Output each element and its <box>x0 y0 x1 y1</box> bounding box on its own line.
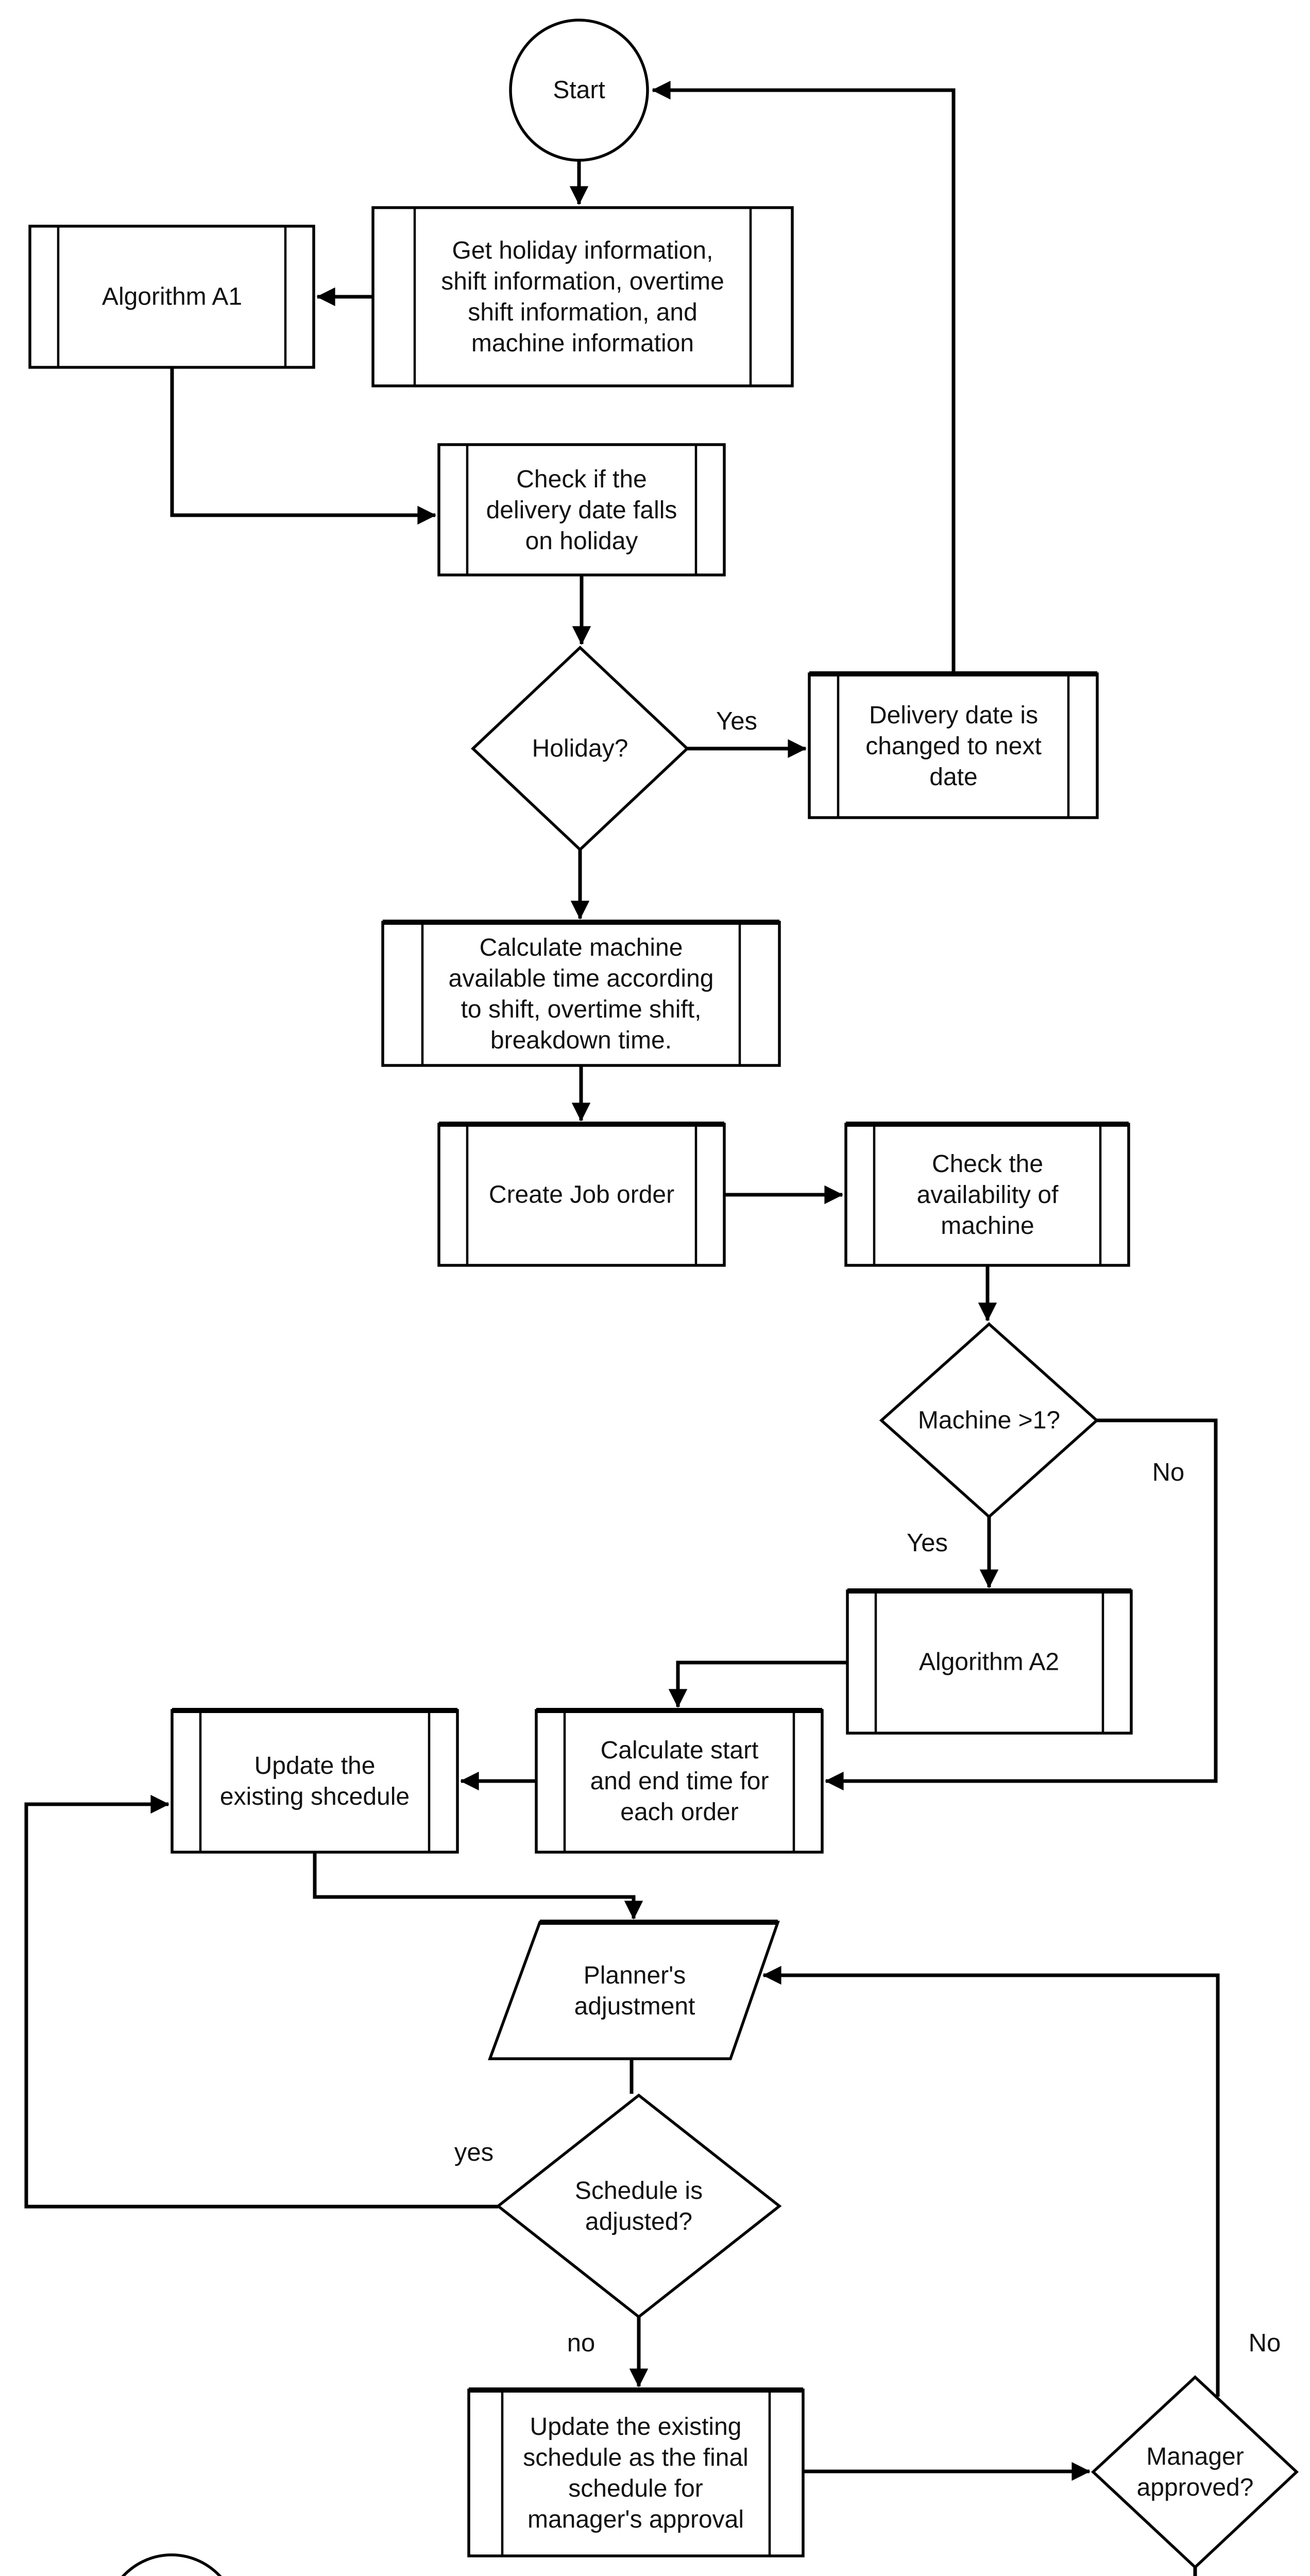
algorithm-a2-inner-lines <box>874 1591 1104 1733</box>
calc-start-end-shape <box>535 1709 824 1854</box>
edge-update-existing-to-planner <box>313 1852 643 1920</box>
create-job-label: Create Job order <box>489 1181 674 1209</box>
edge-label-manager-no: No <box>1249 2329 1281 2357</box>
node-create-job: Create Job order <box>437 1122 726 1267</box>
machine-decision-shape <box>879 1322 1099 1519</box>
edge-labels: Yes No Yes yes no No Yes <box>454 707 1281 2357</box>
edge-algorithm-a2-to-calc-start-end <box>668 1660 847 1708</box>
get-info-inner-lines <box>413 208 752 386</box>
edge-manager-no-to-planner <box>762 1965 1220 2397</box>
delivery-date-inner-lines <box>837 674 1070 818</box>
node-machine-decision: Machine >1? <box>879 1322 1099 1519</box>
schedule-decision-shape <box>496 2093 782 2319</box>
edge-label-schedule-no: no <box>567 2329 596 2357</box>
get-info-shape <box>371 206 794 387</box>
update-final-inner-lines <box>501 2390 771 2556</box>
holiday-decision-label: Holiday? <box>532 735 628 762</box>
node-get-info: Get holiday information,shift informatio… <box>371 206 794 387</box>
check-holiday-shape <box>437 443 726 577</box>
edge-delivery-date-to-start <box>652 80 956 674</box>
algorithm-a2-shape <box>846 1589 1133 1735</box>
node-algorithm-a1: Algorithm A1 <box>28 225 315 369</box>
end-terminator-shape <box>121 2553 222 2576</box>
planner-adjustment-shape <box>488 1921 780 2060</box>
holiday-decision-shape <box>470 646 690 852</box>
get-info-label: Get holiday information,shift informatio… <box>441 237 724 357</box>
node-start: Start <box>509 19 649 162</box>
calc-start-end-inner-lines <box>563 1710 795 1852</box>
delivery-date-shape <box>808 672 1099 819</box>
edge-label-schedule-yes: yes <box>454 2139 494 2166</box>
edge-label-machine-yes: Yes <box>907 1529 948 1557</box>
algorithm-a1-label: Algorithm A1 <box>102 283 242 311</box>
edge-schedule-yes-to-update-existing <box>24 1794 498 2209</box>
edge-label-machine-no: No <box>1152 1459 1185 1486</box>
calc-available-shape <box>381 921 781 1067</box>
start-terminator-shape <box>509 19 649 162</box>
manager-decision-shape <box>1091 2375 1299 2569</box>
edge-algorithm-a1-to-check-holiday <box>170 367 436 525</box>
edge-manager-yes-to-store-final <box>1193 2567 1197 2576</box>
machine-decision-label: Machine >1? <box>918 1407 1060 1434</box>
algorithm-a2-label: Algorithm A2 <box>919 1649 1059 1676</box>
node-algorithm-a2: Algorithm A2 <box>846 1588 1133 1735</box>
node-holiday-decision: Holiday? <box>470 646 690 852</box>
check-availability-shape <box>844 1123 1130 1267</box>
start-label: Start <box>553 77 605 104</box>
edge-label-holiday-yes: Yes <box>716 707 757 735</box>
edges <box>24 80 1220 2576</box>
node-end: End <box>121 2553 222 2576</box>
algorithm-a1-inner-lines <box>57 226 287 367</box>
check-holiday-inner-lines <box>466 445 697 575</box>
check-availability-inner-lines <box>873 1124 1102 1265</box>
edge-machine-no-to-calc-start-end <box>825 1418 1218 1791</box>
update-existing-shape <box>171 1709 459 1854</box>
algorithm-a1-shape <box>28 225 315 369</box>
update-existing-inner-lines <box>199 1710 431 1852</box>
create-job-shape <box>437 1123 726 1267</box>
calc-available-inner-lines <box>421 922 741 1065</box>
create-job-inner-lines <box>466 1124 697 1265</box>
